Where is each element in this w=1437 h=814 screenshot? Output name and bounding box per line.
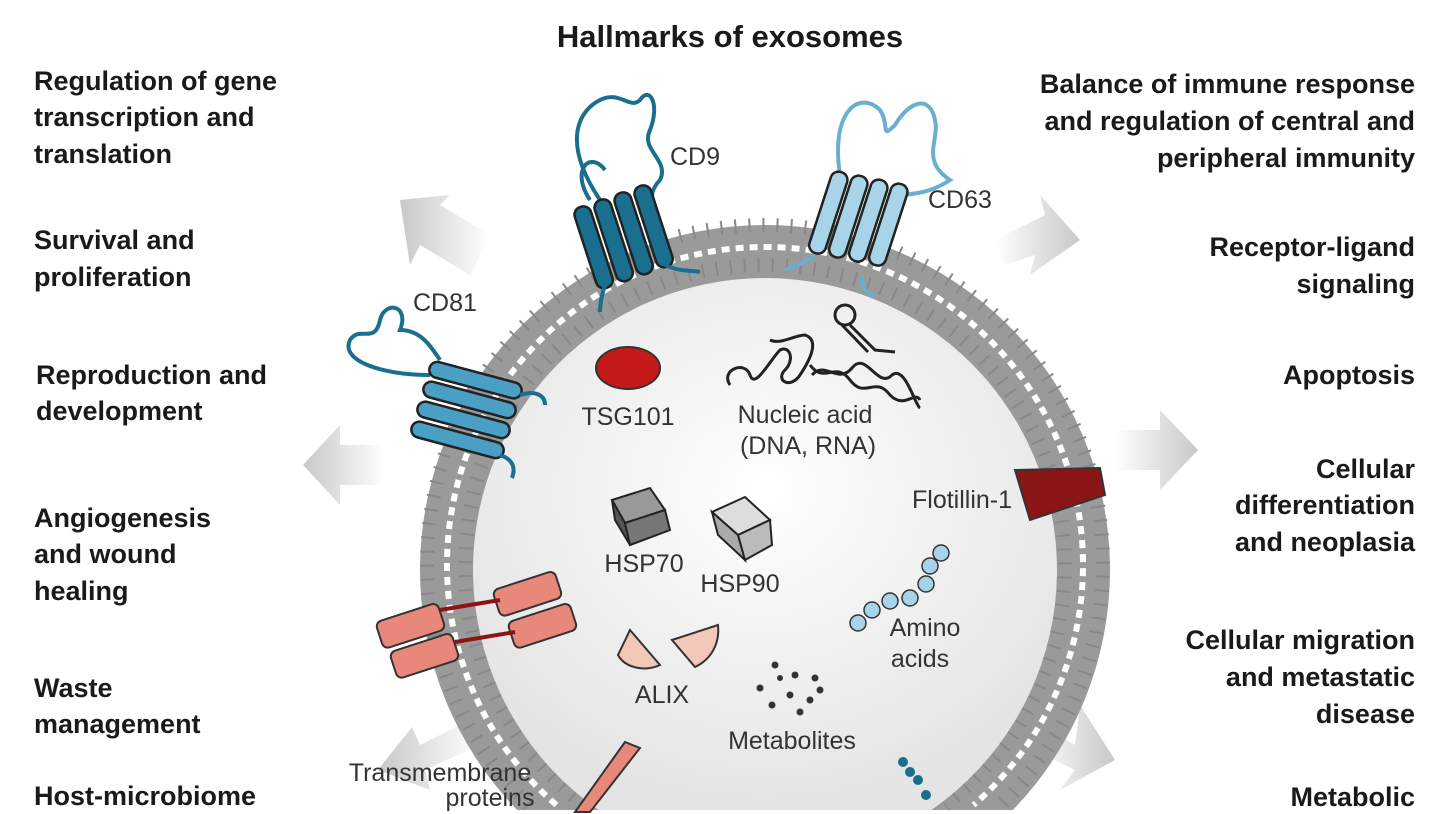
function-host-microbiome: Host-microbiome [34, 781, 256, 811]
nucleic-acid-label: Nucleic acid(DNA, RNA) [738, 401, 876, 460]
tsg101-icon [595, 346, 661, 390]
transmembrane-proteins-icon [375, 571, 642, 813]
cd9-label: CD9 [670, 143, 720, 171]
flotillin-1-protein [1013, 466, 1107, 522]
amino-acids-icon [849, 544, 950, 632]
cd63-label: CD63 [928, 186, 992, 214]
arrow-up-right-icon [995, 195, 1080, 275]
arrow-right-icon [1115, 410, 1198, 490]
arrow-left-icon [303, 425, 385, 505]
metabolites-label: Metabolites [728, 727, 856, 755]
hsp70-label: HSP70 [604, 550, 683, 578]
nucleic-acid-icon [726, 303, 922, 410]
metabolites-icon [756, 661, 824, 716]
function-apoptosis: Apoptosis [1283, 360, 1415, 390]
function-metabolic: Metabolic [1290, 782, 1415, 812]
hsp90-icon [710, 495, 774, 564]
arrow-down-right-icon [1030, 705, 1115, 790]
cd81-tetraspanin [346, 305, 547, 479]
arrow-icons [303, 195, 1198, 790]
alix-icon [616, 623, 720, 670]
membrane-protein-dots [898, 757, 931, 800]
alix-label: ALIX [635, 681, 690, 709]
arrow-up-left-icon [400, 195, 490, 275]
diagram-title: Hallmarks of exosomes [557, 19, 903, 54]
cd9-tetraspanin [573, 92, 701, 313]
tsg101-label: TSG101 [581, 403, 674, 431]
cd63-tetraspanin [784, 100, 954, 298]
hsp70-icon [610, 486, 672, 547]
cd81-label: CD81 [413, 289, 477, 317]
flotillin-1-label: Flotillin-1 [912, 486, 1012, 514]
arrow-down-left-icon [378, 720, 480, 790]
hsp90-label: HSP90 [700, 570, 779, 598]
